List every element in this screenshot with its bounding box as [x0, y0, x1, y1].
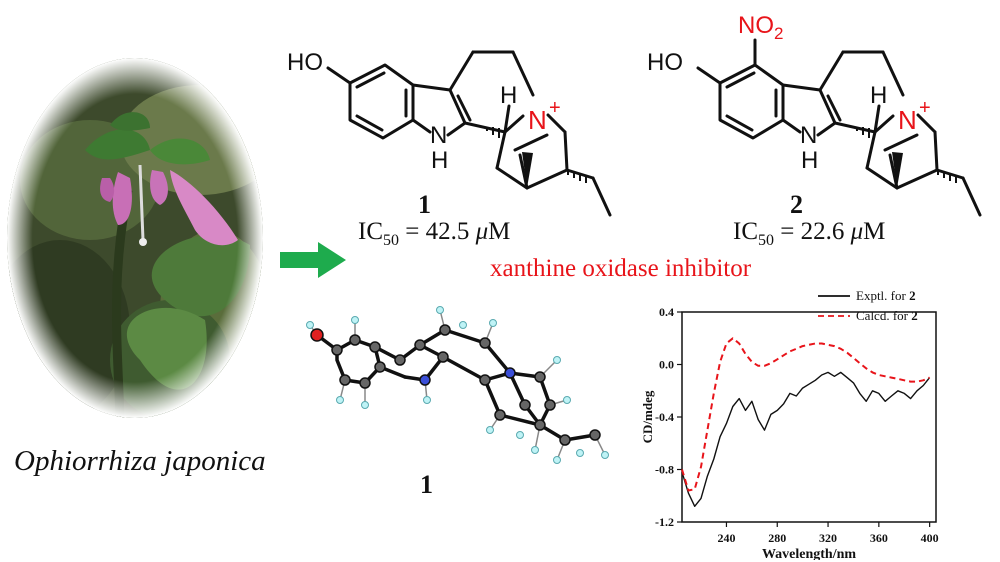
compound-1-ho-label: HO [287, 49, 323, 76]
x-tick-label: 240 [717, 531, 735, 545]
crystal-label: 1 [420, 470, 433, 499]
compound-1-n-label: N [528, 105, 547, 135]
legend-prefix-1: Calcd. for [856, 308, 911, 323]
legend-label-1: Calcd. for 2 [856, 308, 918, 323]
compound-1-ic50-sub: 50 [383, 232, 399, 249]
compound-1-ic50-unit: M [488, 218, 511, 245]
legend-label-0: Exptl. for 2 [856, 288, 916, 303]
compound-2-n-label: N [898, 105, 917, 135]
cd-spectrum-chart: 240 280 320 360 400 0.4 0.0 -0.4 -0.8 -1.2Wavelen… [640, 288, 939, 560]
compound-2-no2-main: NO [738, 12, 774, 39]
legend-compound-number-0: 2 [909, 288, 916, 303]
x-tick-label: 280 [768, 531, 786, 545]
compound-2-ic50-prefix: IC [733, 218, 758, 245]
compound-2-nh-h-label: H [801, 147, 818, 174]
legend-prefix-0: Exptl. for [856, 288, 909, 303]
y-tick-label: -0.4 [655, 410, 674, 424]
activity-label: xanthine oxidase inhibitor [490, 255, 752, 282]
compound-2-ho-label: HO [647, 49, 683, 76]
y-tick-label: 0.4 [659, 305, 674, 319]
y-tick-label: -1.2 [655, 515, 674, 529]
crystal-structure-1 [306, 306, 609, 464]
compound-2-ic50-value: = 22.6 [774, 218, 851, 245]
chart-frame [681, 311, 937, 523]
compound-1-nh-n-label: N [430, 122, 447, 149]
compound-1-ic50-value: = 42.5 [399, 218, 476, 245]
compound-1-ic50-prefix: IC [358, 218, 383, 245]
compound-2-ic50: IC50 = 22.6 μM [733, 218, 885, 250]
compound-1-ic50-mu: μ [475, 218, 489, 245]
x-tick-label: 400 [921, 531, 939, 545]
compound-2-nh-n-label: N [800, 122, 817, 149]
green-arrow-icon [280, 242, 346, 278]
plant-species-name: Ophiorrhiza japonica [14, 445, 266, 477]
plant-photo [7, 58, 263, 418]
compound-1-ic50: IC50 = 42.5 μM [358, 218, 510, 250]
compound-2-structure: NO2 HO N H H N + [647, 12, 982, 217]
compound-2-no2-sub: 2 [774, 24, 783, 43]
compound-1-structure: HO N H H N + [287, 49, 612, 217]
compound-1-h-label: H [500, 82, 517, 109]
compound-2-ic50-mu: μ [850, 218, 864, 245]
x-tick-label: 360 [870, 531, 888, 545]
compound-1-nh-h-label: H [431, 147, 448, 174]
compound-1-label: 1 [418, 190, 431, 219]
exptl-series-line [681, 371, 931, 508]
compound-1-plus-label: + [549, 97, 561, 119]
y-axis-label: CD/mdeg [640, 390, 655, 443]
legend-compound-number-1: 2 [911, 308, 918, 323]
compound-2-h-label: H [870, 82, 887, 109]
compound-2-no2-label: NO2 [738, 12, 783, 43]
calcd-series-line [681, 337, 930, 492]
compound-2-ic50-sub: 50 [758, 232, 774, 249]
x-tick-label: 320 [819, 531, 837, 545]
y-tick-label: 0.0 [659, 358, 674, 372]
compound-2-plus-label: + [919, 97, 931, 119]
compound-2-label: 2 [790, 190, 803, 219]
compound-2-ic50-unit: M [863, 218, 886, 245]
x-axis-label: Wavelength/nm [762, 547, 856, 560]
y-tick-label: -0.8 [655, 463, 674, 477]
